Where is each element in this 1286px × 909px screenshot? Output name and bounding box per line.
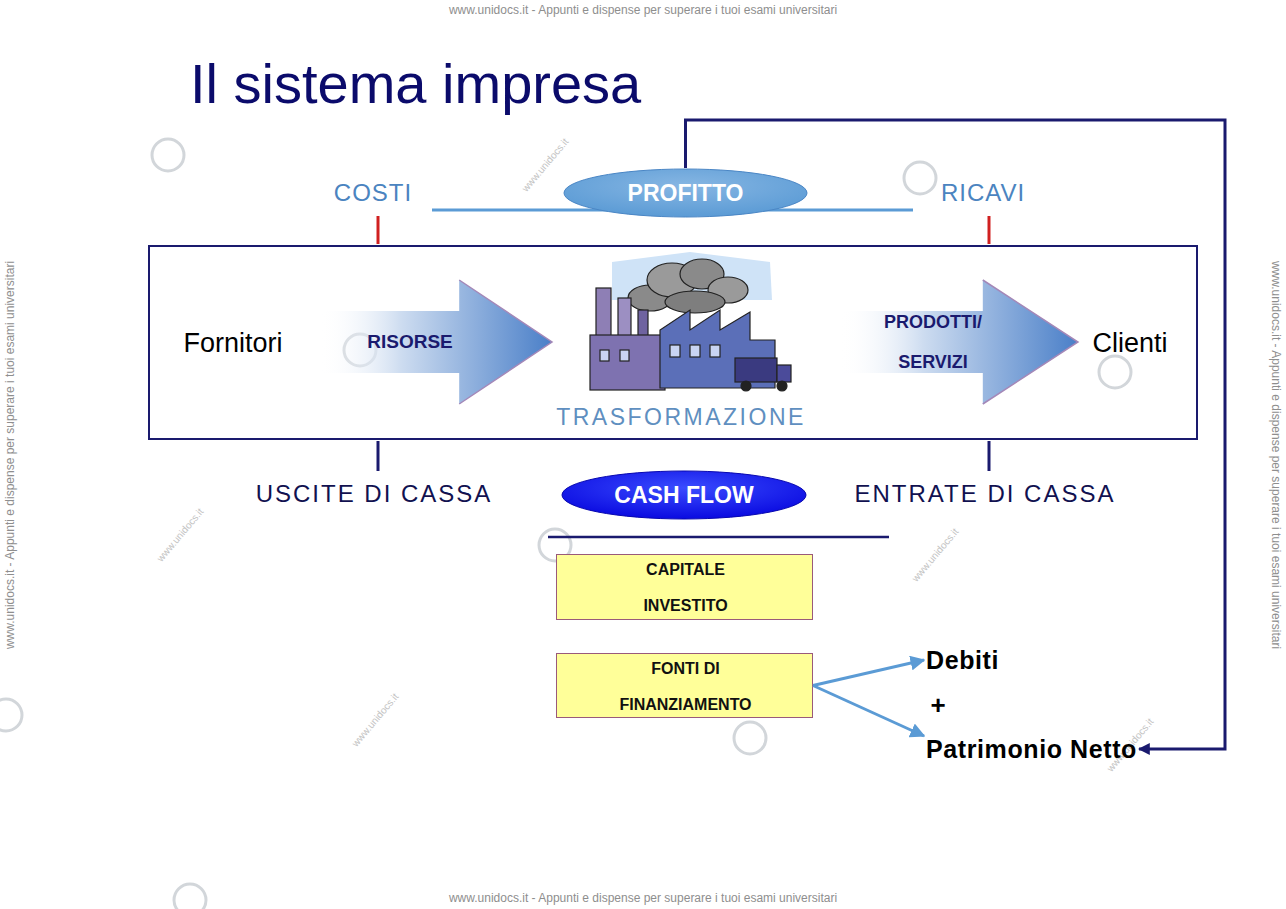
arrow-label: PRODOTTI/ SERVIZI: [874, 302, 992, 382]
client-label: Clienti: [1092, 328, 1167, 359]
factory-window: [670, 345, 680, 357]
factory-window: [600, 350, 609, 361]
factory-building: [590, 335, 665, 390]
company-box: FornitoriTRASFORMAZIONE Clienti RISORSE PRO…: [148, 245, 1198, 440]
arrow-head-edge: [983, 280, 1078, 404]
cash-in-tick: [988, 441, 991, 471]
cash-out-label: USCITE DI CASSA: [256, 481, 493, 507]
node-text: Patrimonio Netto: [926, 734, 1137, 764]
profit-ellipse: PROFITTO: [563, 168, 808, 218]
resource-arrow: RISORSE: [320, 280, 552, 404]
watermark: www.unidocs.it - Appunti e dispense per …: [449, 892, 837, 905]
flow-connector: [813, 660, 924, 686]
node-text: Debiti: [926, 645, 999, 675]
revenue-tick: [988, 216, 991, 244]
supplier-label: Fornitori: [183, 328, 282, 359]
cost-tick: [377, 216, 380, 244]
arrow-shape: [840, 280, 1078, 404]
watermark-logo: [152, 139, 184, 171]
watermark-logo: [1099, 356, 1131, 388]
arrow-outline: [840, 280, 1078, 404]
cash-flow-line: [548, 536, 889, 539]
slide-title: Il sistema impresa: [190, 56, 641, 112]
watermark-logo: [734, 722, 766, 754]
node-text: CASH FLOW: [614, 482, 753, 508]
cash-out-tick: [377, 441, 380, 471]
cash-flow-ellipse: CASH FLOW: [561, 470, 807, 520]
factory-window: [710, 345, 720, 357]
factory-truck: [735, 358, 777, 382]
arrow-head-edge: [459, 280, 552, 404]
watermark-logos: [0, 139, 1131, 909]
factory-window: [620, 350, 629, 361]
factory-wheel: [741, 381, 751, 391]
cash-in-label: ENTRATE DI CASSA: [855, 481, 1116, 507]
watermark: www.unidocs.it: [155, 506, 206, 564]
factory-smoke: [665, 291, 725, 313]
node-text: FONTI DI FINANZIAMENTO: [611, 651, 761, 723]
factory-window: [690, 345, 700, 357]
node-text: CAPITALE INVESTITO: [626, 552, 746, 624]
watermark-logo: [174, 884, 206, 909]
plus-sign: +: [930, 691, 945, 720]
cost-label: COSTI: [334, 180, 412, 206]
debt-label: Debiti: [926, 645, 999, 675]
watermark: www.unidocs.it - Appunti e dispense per …: [1268, 261, 1281, 649]
node-text: PROFITTO: [628, 180, 744, 206]
watermark: www.unidocs.it: [520, 136, 571, 194]
watermark-logo: [0, 699, 22, 731]
ellipse-shape: [562, 471, 806, 519]
transformation-label: TRASFORMAZIONE: [556, 404, 806, 430]
watermark-logo: [904, 162, 936, 194]
product-arrow: PRODOTTI/ SERVIZI: [840, 280, 1078, 404]
equity-label: Patrimonio Netto: [926, 734, 1137, 764]
funding-box: FONTI DI FINANZIAMENTO: [556, 653, 813, 718]
watermark: www.unidocs.it: [910, 526, 961, 584]
factory-truck: [777, 365, 791, 382]
arrow-shape: [320, 280, 552, 404]
factory-illustration: [590, 252, 791, 391]
watermark: www.unidocs.it: [350, 691, 401, 749]
invested-capital-box: CAPITALE INVESTITO: [556, 554, 813, 620]
flow-connector: [813, 686, 924, 737]
revenue-label: RICAVI: [941, 180, 1025, 206]
watermark: www.unidocs.it - Appunti e dispense per …: [4, 261, 17, 649]
arrow-label: RISORSE: [367, 331, 453, 353]
ellipse-shape: [564, 169, 807, 217]
factory-wheel: [777, 381, 787, 391]
watermark: www.unidocs.it - Appunti e dispense per …: [449, 4, 837, 17]
